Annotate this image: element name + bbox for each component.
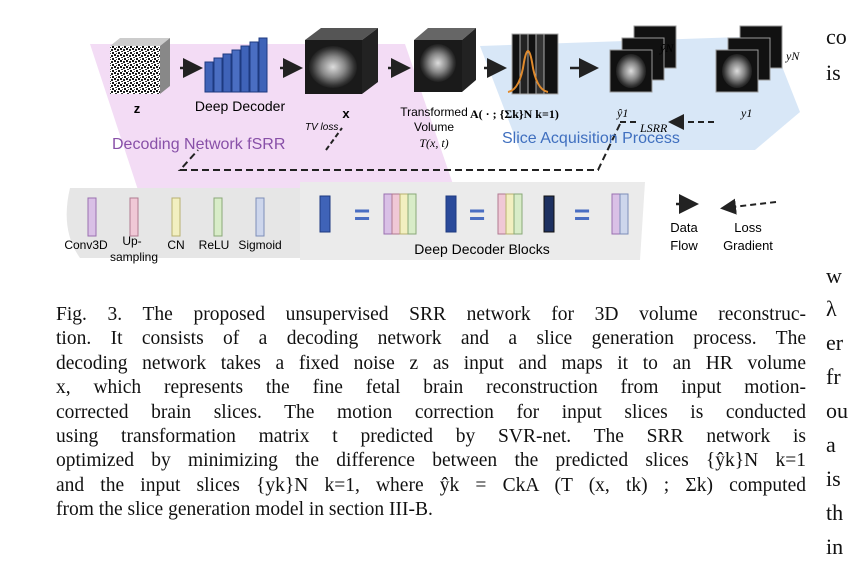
noise-cube (110, 38, 170, 94)
legend-data-flow-2: Flow (670, 238, 698, 253)
caption-line: corrected brain slices. The motion corre… (56, 401, 806, 423)
caption-line: decoding network takes a fixed noise z a… (56, 352, 806, 374)
acquisition-op-label: A( · ; {Σk}N k=1) (470, 107, 559, 121)
right-col-text: in (826, 534, 844, 559)
loss-gradient-path (177, 123, 621, 171)
x-label: x (342, 106, 350, 121)
legend-loss-1: Loss (734, 220, 762, 235)
right-col-text: is (826, 466, 841, 491)
transformed-volume (414, 28, 476, 92)
predicted-slices (609, 25, 677, 93)
right-col-text: th (826, 500, 844, 525)
svg-text:=: = (574, 199, 590, 230)
y-1-label: y1 (740, 106, 752, 120)
right-col-text: w (826, 263, 842, 288)
volume-x (305, 28, 378, 94)
legend-deep-decoder-blocks: Deep Decoder Blocks (414, 241, 549, 257)
caption-line: Fig. 3. The proposed unsupervised SRR ne… (56, 304, 806, 325)
legend-sigmoid: Sigmoid (238, 238, 281, 252)
legend-loss-2: Gradient (723, 238, 773, 253)
right-col-text: co (826, 24, 847, 49)
right-col-text: ou (826, 398, 848, 423)
acquisition-slices (507, 33, 559, 95)
y-hat-n-label: ŷN (659, 41, 674, 55)
caption-line: and the input slices {yk}N k=1, where ŷk… (56, 474, 806, 496)
right-col-text: λ (826, 296, 837, 321)
legend-decoder-blocks: = = = (319, 193, 629, 235)
legend-conv3d: Conv3D (64, 238, 108, 252)
slice-acquisition-label: Slice Acquisition Process (502, 130, 680, 147)
input-slices (715, 25, 783, 93)
legend-layer-icons (87, 197, 265, 237)
figure-diagram: z Deep Decoder x TV loss Transformed Vol… (64, 25, 800, 264)
y-n-label: yN (785, 49, 800, 63)
tv-loss-label: TV loss (305, 122, 338, 133)
z-label: z (134, 101, 141, 116)
caption-line: x, which represents the fine fetal brain… (56, 377, 806, 399)
transformed-label-2: Volume (414, 120, 454, 134)
legend-upsampling-2: sampling (110, 250, 158, 264)
transformed-label-3: T(x, t) (419, 136, 448, 150)
l-srr-label: LSRR (639, 121, 668, 135)
y-hat-1-label: ŷ1 (616, 106, 628, 120)
deep-decoder-stack (204, 37, 268, 93)
svg-text:=: = (469, 199, 485, 230)
caption-line: optimized by minimizing the difference b… (56, 450, 806, 472)
legend-loss-gradient-arrow (720, 198, 777, 215)
legend-relu: ReLU (199, 238, 230, 252)
svg-text:=: = (354, 199, 370, 230)
transformed-label-1: Transformed (400, 105, 468, 119)
deep-decoder-label: Deep Decoder (195, 98, 286, 114)
right-col-text: is (826, 60, 841, 85)
legend-layers-bg (66, 188, 301, 258)
tv-loss-arrow (325, 127, 343, 151)
legend-data-flow-1: Data (670, 220, 698, 235)
caption-line: tion. It consists of a decoding network … (56, 328, 806, 350)
right-col-text: er (826, 330, 844, 355)
right-col-text: a (826, 432, 836, 457)
caption-line: from the slice generation model in secti… (56, 499, 433, 521)
right-col-text: fr (826, 364, 841, 389)
decoding-network-label: Decoding Network fSRR (112, 136, 285, 153)
legend-upsampling-1: Up- (122, 234, 141, 248)
legend-cn: CN (167, 238, 184, 252)
figure-caption: Fig. 3. The proposed unsupervised SRR ne… (56, 303, 806, 523)
caption-line: using transformation matrix t predicted … (56, 426, 806, 448)
